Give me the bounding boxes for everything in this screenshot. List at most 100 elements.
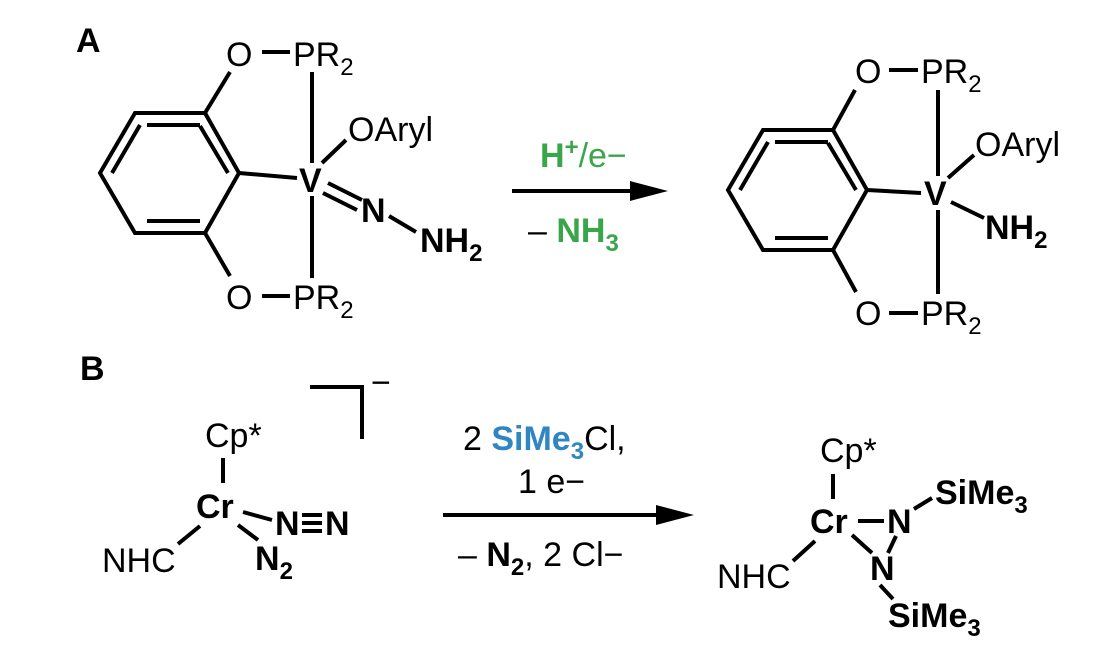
atom-nh: NH	[420, 222, 469, 260]
atom-o: O	[855, 295, 881, 333]
ligand-nhc: NHC	[102, 542, 176, 580]
bond	[320, 138, 348, 165]
arrow-byproduct-line: – N2, 2 Cl−	[458, 536, 624, 581]
subscript: 3	[571, 438, 584, 465]
subscript: 3	[967, 615, 980, 642]
arrow-reagent-above: H+/e−	[540, 134, 627, 175]
ammonia: NH	[556, 212, 605, 250]
subscript: 2	[280, 558, 293, 585]
bond	[950, 200, 985, 220]
ring-double-bond	[826, 141, 858, 192]
subscript: 2	[968, 71, 981, 98]
bond	[866, 188, 922, 195]
bond	[946, 153, 976, 180]
panel-a: A O PR2 O	[76, 22, 1060, 340]
bond	[831, 89, 857, 131]
proton: H	[540, 137, 565, 175]
atom-p: PR	[293, 36, 340, 74]
chloride: Cl,	[584, 420, 626, 458]
atom-n: N	[870, 550, 895, 588]
bond	[878, 583, 895, 601]
bond	[203, 70, 232, 115]
subscript: 2	[469, 240, 482, 267]
ligand-cp-star: Cp*	[820, 432, 877, 470]
chromium-silylhydrazido-complex: Cp* Cr N N SiMe3 SiMe3 NHC	[717, 432, 1028, 642]
bond	[831, 249, 858, 293]
subscript: 2	[968, 313, 981, 340]
atom-p: PR	[921, 295, 968, 333]
atom-pr2: PR2	[293, 36, 354, 81]
arrow-reagent-line1: 2 SiMe3Cl,	[463, 420, 626, 465]
group-trimethylsilyl: SiMe3	[935, 474, 1028, 519]
aryl-ring	[97, 111, 242, 235]
atom-n: N	[361, 192, 386, 230]
reaction-arrow-b: 2 SiMe3Cl, 1 e− – N2, 2 Cl−	[443, 420, 694, 581]
metal-chromium: Cr	[810, 503, 848, 541]
panel-b-label: B	[80, 350, 105, 388]
ring-double-bond	[738, 140, 770, 192]
ligand-n2: N2	[255, 540, 293, 585]
metal-chromium: Cr	[196, 488, 234, 526]
vanadium-hydrazido-complex: O PR2 O PR2 OAryl V N NH2	[97, 36, 482, 324]
chromium-dinitrogen-anion: − Cp* Cr N N N2 NHC	[102, 364, 391, 585]
superscript-plus: +	[565, 134, 579, 161]
reagent-count: 2	[463, 420, 491, 458]
aryl-ring	[725, 128, 870, 252]
panel-a-label: A	[76, 22, 101, 60]
atom-n: N	[887, 503, 912, 541]
subscript: 3	[605, 230, 618, 257]
double-bond	[322, 191, 358, 212]
bond	[791, 539, 817, 563]
ligand-oaryl: OAryl	[975, 126, 1060, 164]
bond	[176, 524, 202, 546]
group-nh2: NH2	[420, 222, 482, 267]
panel-b: B − Cp* Cr N N N2 NHC	[80, 350, 1028, 642]
atom-o: O	[226, 36, 252, 74]
arrow-byproduct-below: – NH3	[528, 212, 619, 257]
ligand-oaryl: OAryl	[348, 111, 433, 149]
metal-vanadium: V	[299, 162, 322, 200]
charge-minus: −	[371, 364, 391, 402]
arrow-reagent-line2: 1 e−	[518, 463, 585, 501]
bond	[850, 533, 874, 555]
bond	[387, 214, 418, 234]
bond	[242, 510, 273, 522]
silyl-label: SiMe	[888, 597, 967, 635]
subscript: 3	[1014, 492, 1027, 519]
atom-p: PR	[921, 53, 968, 91]
vanadium-amido-complex: O PR2 O PR2 OAryl V NH2	[725, 53, 1060, 340]
atom-o: O	[855, 53, 881, 91]
double-bond	[327, 181, 363, 202]
atom-pr2: PR2	[921, 295, 982, 340]
electron: /e−	[579, 137, 627, 175]
atom-pr2: PR2	[293, 279, 354, 324]
bond	[912, 496, 934, 511]
subscript: 2	[511, 554, 524, 581]
subscript: 2	[340, 54, 353, 81]
atom-o: O	[226, 279, 252, 317]
atom-nh: NH	[985, 209, 1034, 247]
bond	[236, 523, 260, 542]
chloride-byproduct: , 2 Cl−	[524, 536, 623, 574]
group-nh2: NH2	[985, 209, 1047, 254]
group-trimethylsilyl: SiMe3	[888, 597, 981, 642]
minus-sign: –	[458, 536, 486, 574]
atom-n: N	[325, 505, 350, 543]
charge-bracket	[310, 385, 364, 439]
reaction-arrow-a: H+/e− – NH3	[512, 134, 668, 257]
arrow-head	[656, 505, 694, 525]
dinitrogen: N	[486, 536, 511, 574]
metal-vanadium: V	[924, 175, 947, 213]
atom-n: N	[255, 540, 280, 578]
ligand-cp-star: Cp*	[205, 417, 262, 455]
ring-double-bond	[110, 123, 142, 175]
ligand-nhc: NHC	[717, 558, 791, 596]
atom-n: N	[275, 505, 300, 543]
bond	[886, 535, 898, 554]
trimethylsilyl: SiMe	[491, 420, 570, 458]
bond	[238, 171, 298, 180]
ring-double-bond	[198, 124, 230, 175]
subscript: 2	[340, 297, 353, 324]
atom-pr2: PR2	[921, 53, 982, 98]
